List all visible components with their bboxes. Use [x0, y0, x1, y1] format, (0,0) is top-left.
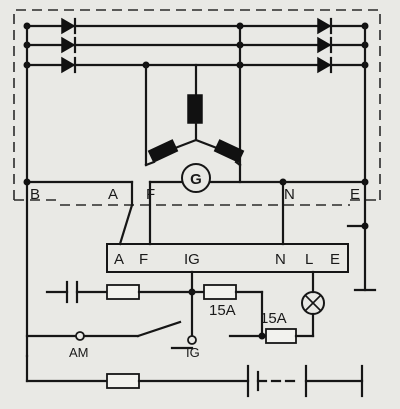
reg-terminal-f: F	[139, 251, 148, 268]
terminal-b-label: B	[30, 186, 40, 203]
terminal-n-label: N	[284, 186, 295, 203]
am-label: AM	[69, 345, 89, 360]
reg-terminal-a: A	[114, 251, 124, 268]
ig-label: IG	[186, 345, 200, 360]
diode-left-2	[61, 36, 77, 54]
reg-terminal-e: E	[330, 251, 340, 268]
stator-coil-vertical	[187, 94, 203, 124]
reg-terminal-ig: IG	[184, 251, 200, 268]
diode-right-1	[317, 17, 333, 35]
diode-right-2	[317, 36, 333, 54]
reg-terminal-l: L	[305, 251, 313, 268]
diode-left-3	[61, 56, 77, 74]
alternator-housing-outline	[13, 9, 381, 206]
am-terminal	[75, 331, 85, 341]
main-fuse	[106, 373, 140, 389]
regulator-box	[106, 243, 349, 273]
fuse-2-label: 15A	[260, 310, 287, 327]
terminal-f-label: F	[146, 186, 155, 203]
diode-right-3	[317, 56, 333, 74]
reg-terminal-n: N	[275, 251, 286, 268]
stator-coil-right	[213, 139, 245, 163]
generator-label: G	[190, 171, 202, 188]
stator-coil-left	[147, 139, 179, 163]
diode-left-1	[61, 17, 77, 35]
fuse-15a-2	[265, 328, 297, 344]
fuse-1-label: 15A	[209, 302, 236, 319]
ig-terminal	[187, 335, 197, 345]
terminal-a-label: A	[108, 186, 118, 203]
terminal-e-label: E	[350, 186, 360, 203]
ignition-switch-blade	[136, 320, 182, 338]
fuse-capacitor	[106, 284, 140, 300]
fuse-15a-1	[203, 284, 237, 300]
generator-rotor	[181, 163, 211, 193]
